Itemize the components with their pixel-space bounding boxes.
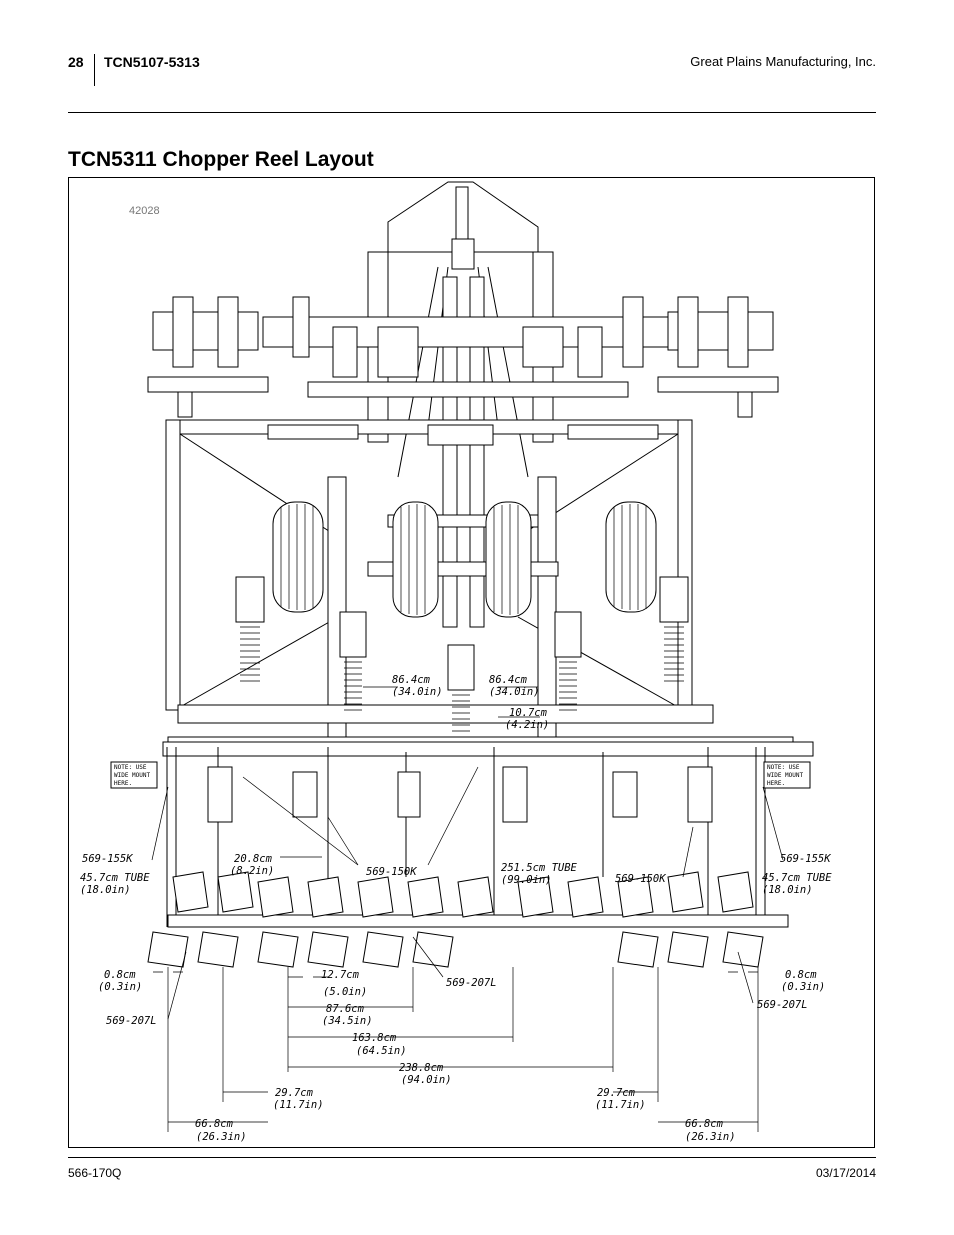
dim-297-right-cm: 29.7cm [597,1087,636,1099]
dim-1638-cm: 163.8cm [352,1032,397,1044]
tube-right-cm: 45.7cm TUBE [762,872,832,884]
dim-668-right-in: (26.3in) [685,1131,736,1143]
callout-207l-left: 569-207L [106,1015,157,1027]
upper-gangs [147,296,779,418]
dim-86-right-cm: 86.4cm [489,674,528,686]
dim-08-right-in: (0.3in) [781,981,825,993]
tube-right-in: (18.0in) [762,884,813,896]
footer-date: 03/17/2014 [815,1166,876,1180]
dim-876-in: (34.5in) [322,1015,373,1027]
dimension-lines [153,686,759,1132]
footer-rule [68,1157,876,1158]
callout-150k-center: 569-150K [366,866,417,878]
note-right-line2: WIDE MOUNT [767,772,804,779]
dim-08-right-cm: 0.8cm [785,969,817,981]
page-number: 28 [68,54,84,70]
dim-10-in: (4.2in) [505,719,549,731]
header-rule [68,112,876,113]
note-left-line1: NOTE: USE [114,764,147,771]
dim-86-right-in: (34.0in) [489,686,540,698]
dim-251-cm: 251.5cm TUBE [501,862,578,874]
callout-155k-left: 569-155K [82,853,133,865]
dim-86-left-cm: 86.4cm [392,674,431,686]
dim-20-cm: 20.8cm [234,853,273,865]
dim-297-left-in: (11.7in) [273,1099,324,1111]
dim-297-left-cm: 29.7cm [275,1087,314,1099]
callout-150k-right: 569-150K [615,873,666,885]
reel-arms [162,741,814,927]
note-boxes [110,761,811,789]
dim-668-right-cm: 66.8cm [685,1118,724,1130]
tube-left-cm: 45.7cm TUBE [80,872,150,884]
main-frame [165,419,794,748]
dim-127-in: (5.0in) [323,986,367,998]
callout-207l-right: 569-207L [757,999,808,1011]
header-divider [94,54,95,86]
page-title: TCN5311 Chopper Reel Layout [68,148,374,171]
note-left-line2: WIDE MOUNT [114,772,151,779]
leader-lines [151,766,784,1020]
callout-155k-right: 569-155K [780,853,831,865]
note-right-line1: NOTE: USE [767,764,800,771]
dim-2388-in: (94.0in) [401,1074,452,1086]
reel-blades [147,871,789,968]
chopper-reel-drawing: NOTE: USE WIDE MOUNT HERE. NOTE: USE WID… [80,181,832,1143]
note-left-line3: HERE. [114,780,132,787]
figure-number: 42028 [129,205,160,217]
dim-08-left-cm: 0.8cm [104,969,136,981]
company-name: Great Plains Manufacturing, Inc. [690,54,876,69]
figure-frame [68,177,875,1148]
dim-668-left-cm: 66.8cm [195,1118,234,1130]
dim-08-left-in: (0.3in) [98,981,142,993]
dim-20-in: (8.2in) [230,865,274,877]
dim-297-right-in: (11.7in) [595,1099,646,1111]
dim-127-cm: 12.7cm [321,969,360,981]
dim-86-left-in: (34.0in) [392,686,443,698]
dim-1638-in: (64.5in) [356,1045,407,1057]
dim-668-left-in: (26.3in) [196,1131,247,1143]
note-right-line3: HERE. [767,780,785,787]
document-id: TCN5107-5313 [104,54,200,70]
footer-part-number: 566-170Q [68,1166,122,1180]
dim-876-cm: 87.6cm [326,1003,365,1015]
dim-2388-cm: 238.8cm [399,1062,444,1074]
spring-shanks [235,576,689,744]
transport-tires [272,501,657,618]
callout-207l-center: 569-207L [446,977,497,989]
dim-10-cm: 10.7cm [509,707,548,719]
dim-251-in: (99.0in) [501,874,552,886]
tube-left-in: (18.0in) [80,884,131,896]
